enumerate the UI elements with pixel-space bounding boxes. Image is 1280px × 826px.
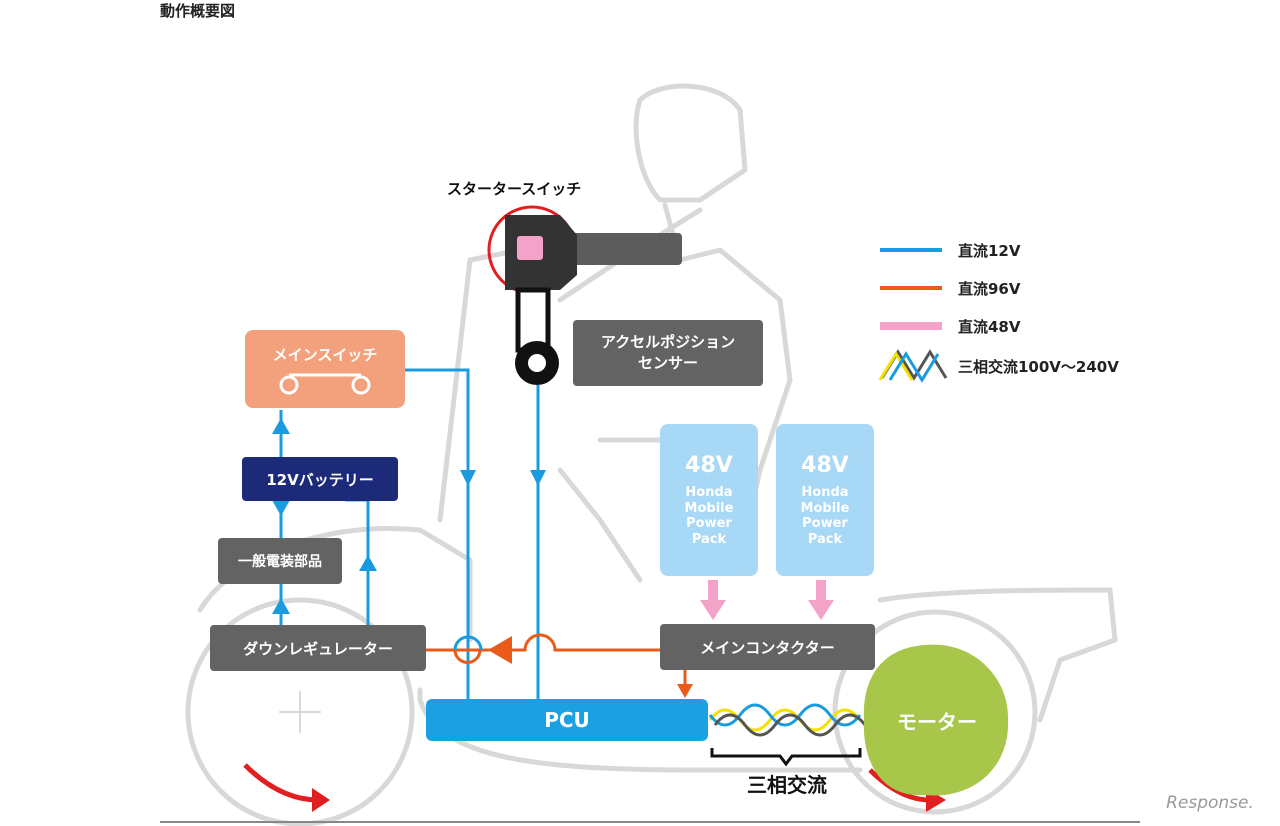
- three-phase-brace: [710, 748, 862, 767]
- pack-name-line: Honda: [685, 485, 733, 500]
- switch-contacts-icon: [279, 373, 371, 394]
- pack-name-line: Pack: [807, 531, 843, 547]
- legend-dc12v: 直流12V: [880, 240, 1020, 260]
- general-parts-box: 一般電装部品: [218, 538, 342, 584]
- pcu-box: PCU: [426, 699, 708, 741]
- accel-sensor-line2: センサー: [637, 354, 698, 372]
- pack-name-line: Power: [802, 516, 848, 532]
- rear-wheel-rotation-arrow: [868, 768, 931, 803]
- main-switch-box: メインスイッチ: [245, 330, 405, 408]
- pack-name-line: Power: [686, 516, 732, 532]
- dc96v-wiring: [425, 633, 687, 690]
- three-phase-waves: [708, 703, 867, 737]
- motor-label: モーター: [897, 709, 977, 734]
- legend-label: 直流48V: [958, 317, 1021, 336]
- power-pack-1: 48V Honda Mobile Power Pack: [660, 424, 758, 576]
- legend-dc96v: 直流96V: [880, 278, 1020, 298]
- diagram-title: 動作概要図: [160, 2, 236, 20]
- starter-switch-label: スタータースイッチ: [447, 180, 582, 198]
- legend-swatch: [880, 248, 942, 252]
- pack-voltage: 48V: [685, 452, 733, 478]
- legend-swatch: [880, 322, 942, 330]
- legend-label: 直流96V: [958, 279, 1021, 298]
- legend-label: 直流12V: [958, 241, 1021, 260]
- dc96v-arrow-left: [488, 636, 512, 664]
- dc12v-arrows: [272, 418, 546, 614]
- front-wheel-rotation-arrow: [243, 763, 319, 803]
- dc12v-wiring: [279, 368, 540, 700]
- legend-swatch: [880, 286, 942, 290]
- accel-sensor-box: アクセルポジション センサー: [573, 320, 763, 386]
- down-regulator-box: ダウンレギュレーター: [210, 625, 426, 671]
- motor-shape: [863, 644, 1009, 796]
- pack-name-line: Mobile: [684, 500, 734, 516]
- accel-sensor-line1: アクセルポジション: [600, 333, 736, 351]
- pack-name-line: Mobile: [800, 500, 850, 516]
- dc96v-arrow-down: [677, 684, 693, 698]
- legend-three-phase: 三相交流100V～240V: [958, 356, 1119, 376]
- pack-name-line: Honda: [801, 485, 849, 500]
- battery-12v-box: 12Vバッテリー: [242, 457, 398, 501]
- watermark-logo: Response.: [1166, 793, 1254, 813]
- handlebar-grip: [570, 233, 682, 265]
- dc48v-arrows: [700, 580, 834, 620]
- pack-voltage: 48V: [801, 452, 849, 478]
- three-phase-label: 三相交流: [747, 772, 827, 797]
- power-pack-2: 48V Honda Mobile Power Pack: [776, 424, 874, 576]
- legend-dc48v: 直流48V: [880, 316, 1020, 336]
- legend-three-phase-icon: [878, 349, 948, 383]
- main-switch-label: メインスイッチ: [272, 345, 378, 364]
- pack-name-line: Pack: [691, 531, 727, 547]
- legend-label: 三相交流100V～240V: [958, 357, 1119, 376]
- starter-switch-button: [517, 236, 543, 260]
- main-contactor-box: メインコンタクター: [660, 624, 875, 670]
